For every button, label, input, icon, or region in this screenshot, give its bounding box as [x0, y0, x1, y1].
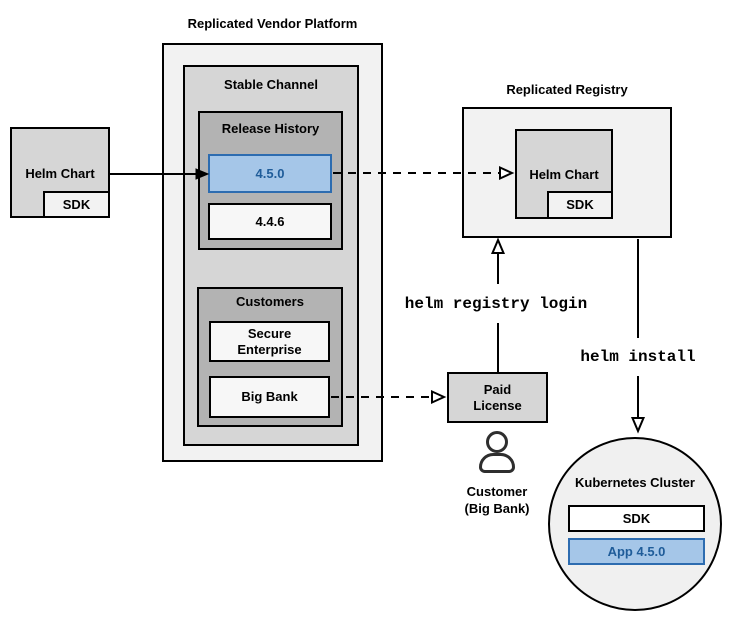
- customer-person-line1: Customer: [466, 484, 528, 499]
- release-4-4-6-box: 4.4.6: [208, 203, 332, 240]
- customer-person-line2: (Big Bank): [464, 500, 530, 516]
- release-history-title: Release History: [221, 121, 320, 136]
- release-4-5-0-box: 4.5.0: [208, 154, 332, 193]
- kubernetes-cluster-title: Kubernetes Cluster: [575, 475, 695, 490]
- registry-sdk-box: SDK: [547, 191, 613, 219]
- helm-install-label: helm install: [580, 348, 696, 366]
- vendor-platform-title: Replicated Vendor Platform: [187, 16, 358, 31]
- paid-license-line2: License: [473, 397, 522, 413]
- source-sdk-box: SDK: [43, 191, 110, 218]
- customer-secure-enterprise-box: Secure Enterprise: [209, 321, 330, 362]
- person-head-shape: [486, 431, 508, 453]
- cluster-app-box: App 4.5.0: [568, 538, 705, 565]
- customer-big-bank-box: Big Bank: [209, 376, 330, 418]
- helm-registry-login-label: helm registry login: [404, 295, 588, 313]
- customers-title: Customers: [236, 294, 304, 309]
- paid-license-line1: Paid: [483, 381, 512, 397]
- registry-helm-chart-label: Helm Chart: [529, 167, 599, 182]
- registry-title: Replicated Registry: [506, 82, 628, 97]
- stable-channel-title: Stable Channel: [224, 77, 318, 92]
- paid-license-box: Paid License: [447, 372, 548, 423]
- person-body-shape: [479, 453, 515, 473]
- customer-person-label: Customer (Big Bank): [437, 484, 557, 517]
- source-helm-chart-label: Helm Chart: [25, 166, 95, 181]
- arrow-registry-to-cluster: [630, 239, 646, 434]
- cluster-sdk-box: SDK: [568, 505, 705, 532]
